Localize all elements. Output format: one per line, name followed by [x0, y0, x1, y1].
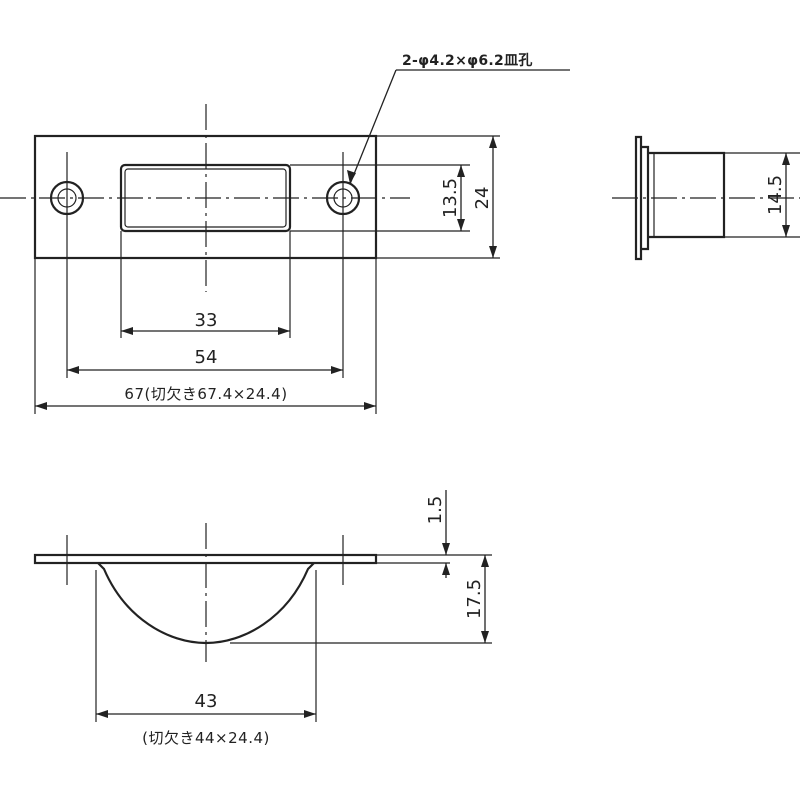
hole-note-label: 2-φ4.2×φ6.2皿孔 [402, 53, 533, 69]
side-view: 14.5 [612, 135, 800, 261]
depth-dimension: 17.5 [230, 555, 492, 644]
cup-width-label: 43 [195, 691, 218, 712]
hole-pitch-dimension: 54 [66, 244, 344, 378]
pocket-width-label: 33 [195, 310, 218, 331]
side-flange-step [641, 145, 650, 251]
hole-pitch-label: 54 [195, 347, 218, 368]
side-flange [634, 135, 643, 261]
flange-thickness-label: 1.5 [425, 496, 446, 525]
pocket-height-dimension: 13.5 [290, 164, 470, 232]
cutout-note-label: (切欠き44×24.4) [142, 729, 270, 747]
pocket-height-label: 13.5 [440, 178, 461, 218]
hole-callout: 2-φ4.2×φ6.2皿孔 [347, 53, 570, 185]
overall-width-label: 67(切欠き67.4×24.4) [124, 385, 287, 403]
overall-width-dimension: 67(切欠き67.4×24.4) [34, 258, 377, 414]
pocket-width-dimension: 33 [120, 231, 291, 338]
flange-thickness-dimension: 1.5 [376, 490, 492, 578]
front-view: 2-φ4.2×φ6.2皿孔 13.5 24 33 [0, 53, 570, 414]
side-body [648, 151, 726, 239]
side-body-height-label: 14.5 [765, 175, 786, 215]
plate-height-label: 24 [472, 187, 493, 210]
side-body-height-dimension: 14.5 [724, 152, 800, 238]
depth-label: 17.5 [464, 579, 485, 619]
plate-height-dimension: 24 [376, 135, 500, 259]
section-view: 1.5 17.5 43 (切欠き44×24.4) [33, 490, 492, 747]
cup-width-dimension: 43 [95, 570, 317, 722]
